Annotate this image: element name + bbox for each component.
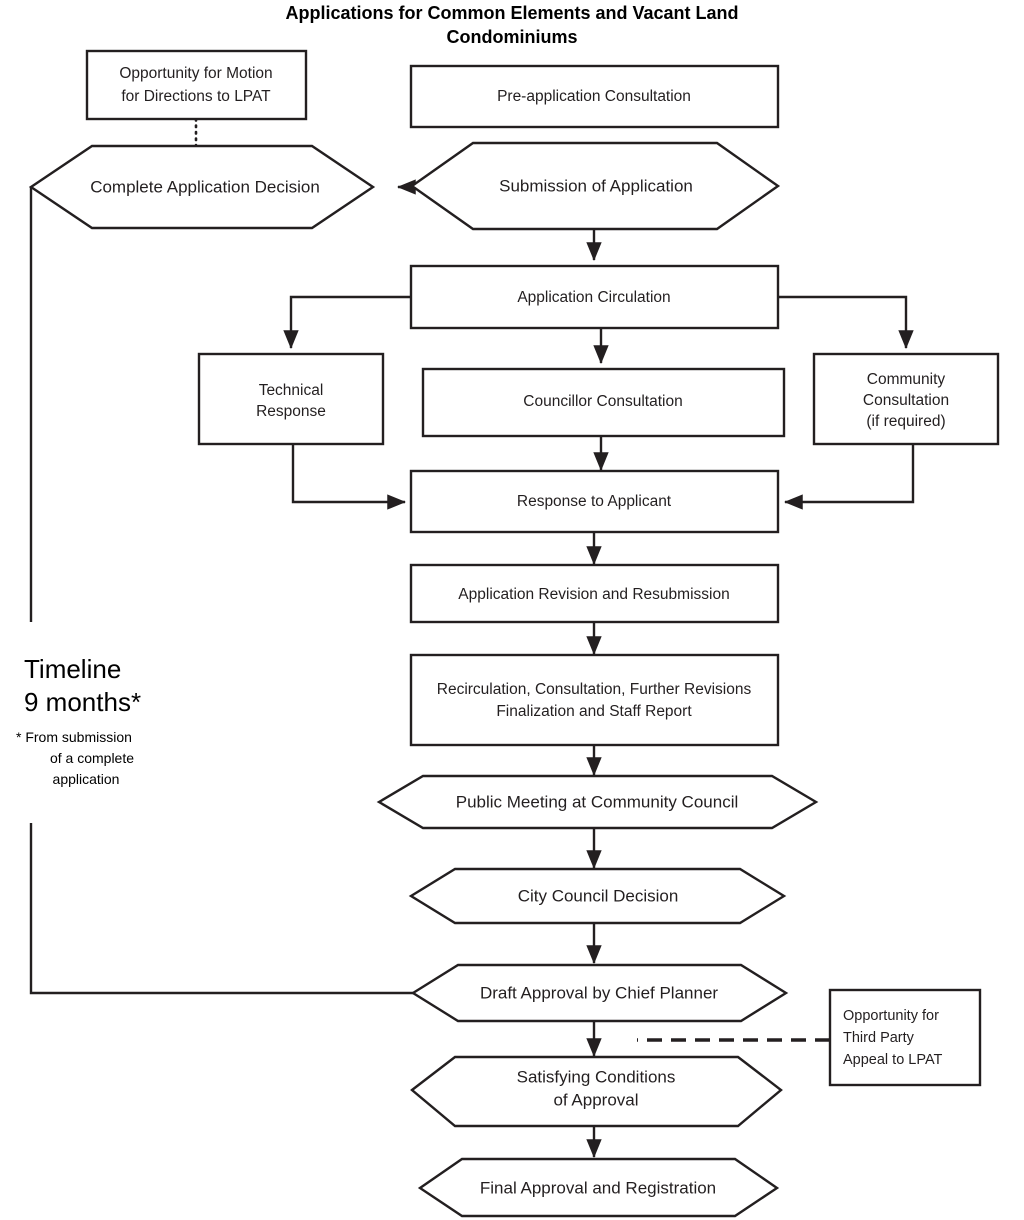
- timeline-heading-line2: 9 months*: [24, 687, 141, 717]
- node-third-party-appeal-label-line1: Opportunity for: [843, 1008, 939, 1024]
- node-recirculation-staff-report[interactable]: Recirculation, Consultation, Further Rev…: [409, 653, 780, 747]
- timeline-annotation: Timeline 9 months* * From submission of …: [16, 654, 141, 787]
- connector-circulation-to-technical: [283, 295, 411, 349]
- node-third-party-appeal-label-line3: Appeal to LPAT: [843, 1052, 943, 1068]
- timeline-footnote-line1: * From submission: [16, 729, 132, 745]
- node-public-meeting-label: Public Meeting at Community Council: [456, 792, 739, 811]
- connector-circulation-to-community: [778, 295, 914, 349]
- timeline-footnote-line2: of a complete: [50, 750, 134, 766]
- node-recirculation-label-line2: Finalization and Staff Report: [496, 703, 692, 720]
- node-recirculation-label-line1: Recirculation, Consultation, Further Rev…: [437, 681, 752, 698]
- node-pre-application-consultation[interactable]: Pre-application Consultation: [409, 64, 780, 129]
- node-application-circulation[interactable]: Application Circulation: [409, 264, 780, 330]
- node-satisfying-conditions-label-line1: Satisfying Conditions: [517, 1067, 676, 1086]
- node-community-consultation[interactable]: Community Consultation (if required): [812, 352, 1000, 446]
- node-third-party-appeal-lpat[interactable]: Opportunity for Third Party Appeal to LP…: [828, 988, 982, 1087]
- node-motion-for-directions-lpat[interactable]: Opportunity for Motion for Directions to…: [85, 49, 308, 121]
- timeline-footnote-line3: application: [53, 771, 120, 787]
- node-councillor-consultation-label: Councillor Consultation: [523, 393, 682, 410]
- node-public-meeting-community-council[interactable]: Public Meeting at Community Council: [376, 774, 819, 830]
- diagram-title-line2: Condominiums: [447, 27, 578, 47]
- node-response-to-applicant-label: Response to Applicant: [517, 493, 672, 510]
- diagram-title-line1: Applications for Common Elements and Vac…: [285, 3, 738, 23]
- node-technical-response[interactable]: Technical Response: [197, 352, 385, 446]
- node-revision-resubmission-label: Application Revision and Resubmission: [458, 586, 729, 603]
- node-draft-approval-label: Draft Approval by Chief Planner: [480, 983, 718, 1002]
- node-third-party-appeal-label-line2: Third Party: [843, 1030, 915, 1046]
- node-draft-approval-chief-planner[interactable]: Draft Approval by Chief Planner: [410, 963, 789, 1023]
- node-complete-decision-label: Complete Application Decision: [90, 177, 320, 196]
- node-motion-label-line1: Opportunity for Motion: [119, 65, 272, 82]
- connector-community-to-response: [784, 444, 915, 510]
- node-community-consultation-label-line3: (if required): [866, 413, 945, 430]
- node-community-consultation-label-line1: Community: [867, 371, 946, 388]
- node-response-to-applicant[interactable]: Response to Applicant: [409, 469, 780, 534]
- connector-technical-to-response: [291, 444, 406, 510]
- timeline-heading-line1: Timeline: [24, 654, 121, 684]
- node-application-revision-resubmission[interactable]: Application Revision and Resubmission: [409, 563, 780, 624]
- connector-layer: [29, 117, 915, 1158]
- node-satisfying-conditions-label-line2: of Approval: [553, 1090, 638, 1109]
- node-complete-application-decision[interactable]: Complete Application Decision: [28, 144, 376, 230]
- node-city-council-label: City Council Decision: [518, 886, 679, 905]
- node-motion-label-line2: for Directions to LPAT: [121, 88, 271, 105]
- node-pre-application-label: Pre-application Consultation: [497, 88, 691, 105]
- node-application-circulation-label: Application Circulation: [517, 289, 670, 306]
- node-councillor-consultation[interactable]: Councillor Consultation: [421, 367, 786, 438]
- node-final-approval-label: Final Approval and Registration: [480, 1178, 716, 1197]
- timeline-bracket-lower: [29, 823, 413, 995]
- node-submission-of-application[interactable]: Submission of Application: [409, 141, 781, 231]
- node-submission-label: Submission of Application: [499, 176, 693, 195]
- node-final-approval-registration[interactable]: Final Approval and Registration: [417, 1157, 780, 1218]
- node-satisfying-conditions-approval[interactable]: Satisfying Conditions of Approval: [410, 1055, 783, 1128]
- node-technical-response-label-line1: Technical: [259, 382, 324, 399]
- node-community-consultation-label-line2: Consultation: [863, 392, 949, 409]
- node-technical-response-label-line2: Response: [256, 403, 326, 420]
- node-city-council-decision[interactable]: City Council Decision: [408, 867, 787, 925]
